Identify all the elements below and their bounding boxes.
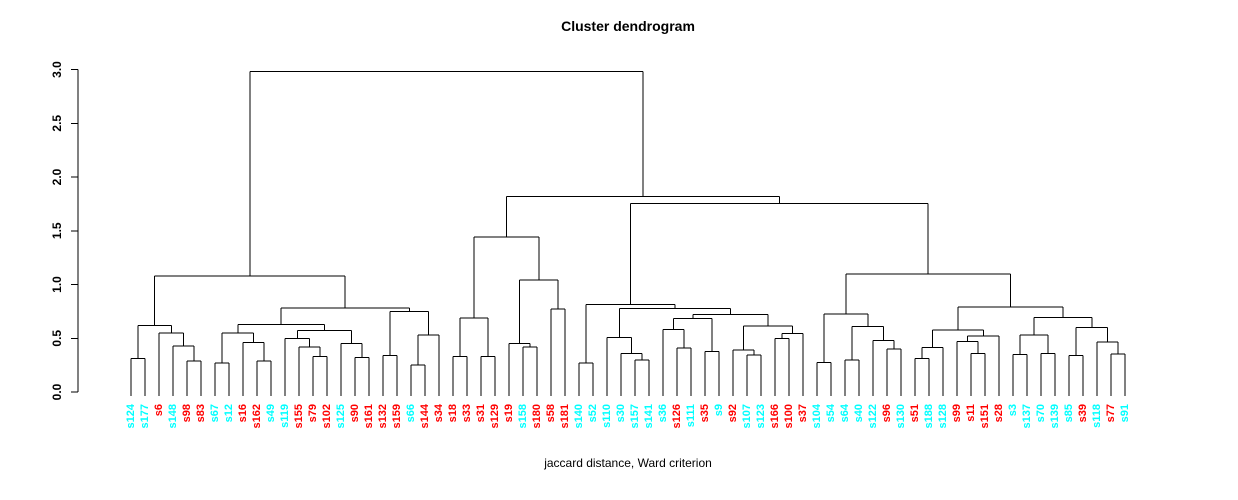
leaf-label: s49 [265,404,277,422]
leaf-label: s162 [251,404,263,428]
leaf-label: s40 [853,404,865,422]
y-tick-label: 2.0 [50,168,64,185]
leaf-label: s52 [587,404,599,422]
leaf-label: s90 [349,404,361,422]
leaf-label: s37 [797,404,809,422]
leaf-label: s181 [559,404,571,428]
leaf-label: s3 [1007,404,1019,416]
leaf-label: s119 [279,404,291,428]
leaf-label: s111 [685,404,697,427]
leaf-label: s11 [965,404,977,422]
leaf-label: s125 [335,404,347,428]
leaf-label: s39 [1077,404,1089,422]
leaf-label: s158 [517,404,529,428]
leaf-label: s110 [601,404,613,428]
leaf-label: s31 [475,404,487,422]
leaf-label: s118 [1091,404,1103,428]
leaf-label: s132 [377,404,389,428]
leaf-label: s123 [755,404,767,428]
leaf-label: s18 [447,404,459,422]
leaf-label: s64 [839,403,851,422]
y-tick-label: 1.0 [50,276,64,293]
leaf-label: s188 [923,404,935,428]
leaf-label: s144 [419,403,431,428]
leaf-label: s54 [825,403,837,422]
x-axis-caption: jaccard distance, Ward criterion [544,456,712,470]
y-tick-label: 2.5 [50,115,64,132]
leaf-label: s107 [741,404,753,428]
leaf-label: s151 [979,404,991,428]
leaf-label: s77 [1105,404,1117,422]
leaf-label: s177 [139,404,151,428]
leaf-label: s28 [993,404,1005,422]
leaf-label: s92 [727,404,739,422]
leaf-label: s34 [433,403,445,422]
leaf-label: s139 [1049,404,1061,428]
leaf-label: s83 [195,404,207,422]
leaf-label: s19 [503,404,515,422]
leaf-label: s6 [153,404,165,416]
leaf-label: s70 [1035,404,1047,422]
leaf-label: s140 [573,404,585,428]
leaf-label: s79 [307,404,319,422]
leaf-label: s66 [405,404,417,422]
leaf-label: s91 [1119,404,1131,422]
leaf-label: s137 [1021,404,1033,428]
leaf-label: s128 [937,404,949,428]
leaf-label: s130 [895,404,907,428]
leaf-label: s30 [615,404,627,422]
leaf-label: s155 [293,404,305,428]
leaf-label: s99 [951,404,963,422]
leaf-label: s180 [531,404,543,428]
chart-title: Cluster dendrogram [561,18,695,34]
leaf-label: s161 [363,404,375,428]
leaf-label: s166 [769,404,781,428]
leaf-label: s141 [643,404,655,428]
leaf-label: s12 [223,404,235,422]
leaf-label: s36 [657,404,669,422]
y-tick-label: 1.5 [50,222,64,239]
leaf-label: s67 [209,404,221,422]
leaf-label: s122 [867,404,879,428]
leaf-label: s98 [181,404,193,422]
y-tick-label: 0.5 [50,330,64,347]
leaf-label: s159 [391,404,403,428]
y-tick-label: 3.0 [50,61,64,78]
leaf-label: s102 [321,404,333,428]
leaf-label: s124 [125,403,137,428]
leaf-label: s148 [167,404,179,428]
leaf-label: s129 [489,404,501,428]
leaf-label: s85 [1063,404,1075,422]
leaf-label: s100 [783,404,795,428]
leaf-label: s33 [461,404,473,422]
leaf-label: s9 [713,404,725,416]
leaf-label: s104 [811,403,823,428]
leaf-label: s96 [881,404,893,422]
y-tick-label: 0.0 [50,383,64,400]
leaf-label: s35 [699,404,711,422]
leaf-label: s157 [629,404,641,428]
leaf-label: s16 [237,404,249,422]
leaf-label: s126 [671,404,683,428]
leaf-label: s51 [909,404,921,422]
leaf-label: s58 [545,404,557,422]
